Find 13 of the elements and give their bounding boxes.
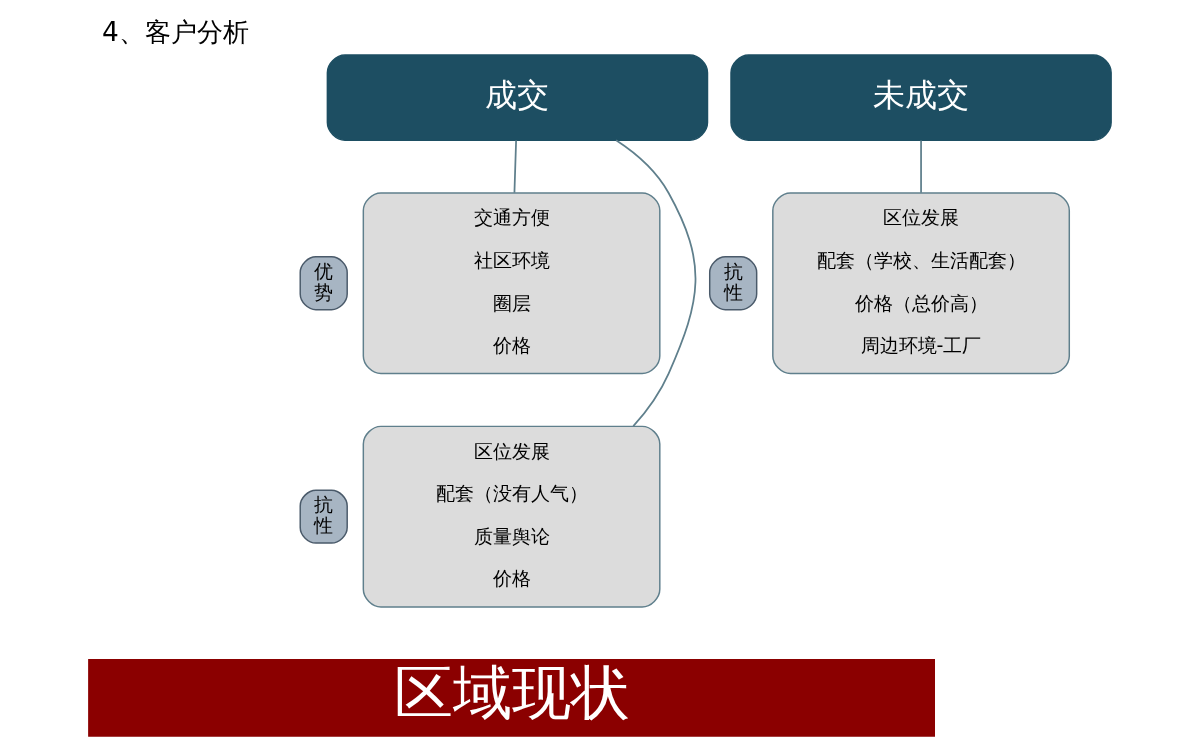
node-box: 未成交: [730, 54, 1112, 141]
node-box: 优势: [299, 256, 348, 311]
diagram-title: 4、客户分析: [102, 15, 249, 47]
node-box: 成交: [326, 54, 709, 141]
node-box: 抗性: [708, 256, 758, 311]
connector: [920, 139, 922, 194]
connector: [615, 139, 697, 427]
node-box: 区位发展 配套（学校、生活配套） 价格（总价高） 周边环境-工厂: [772, 192, 1071, 375]
connector: [513, 139, 517, 194]
node-box: 抗性: [299, 489, 348, 544]
node-box: 交通方便 社区环境 圈层 价格: [362, 192, 661, 375]
node-box: 区位发展 配套（没有人气） 质量舆论 价格: [362, 425, 661, 608]
label: 区域现状: [393, 658, 630, 727]
